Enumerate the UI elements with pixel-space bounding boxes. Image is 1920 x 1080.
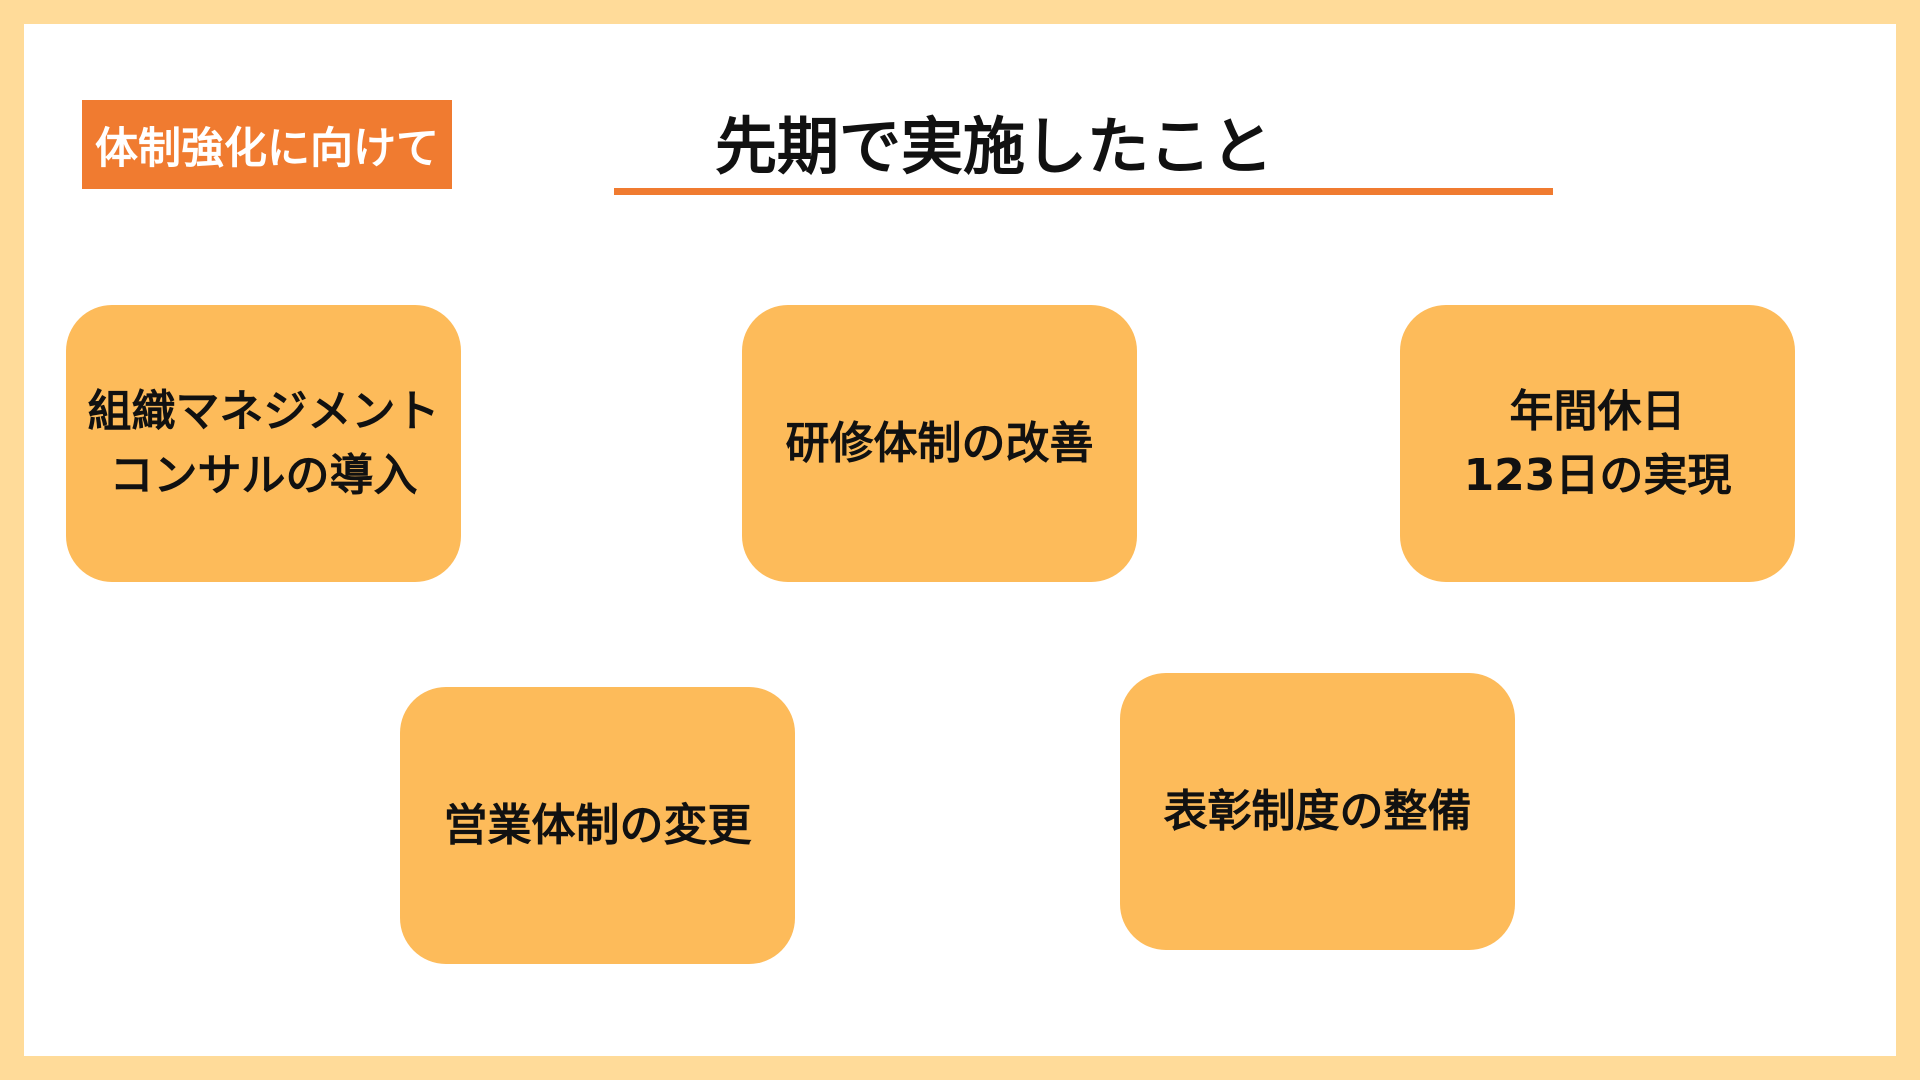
page-title: 先期で実施したこと <box>714 110 1273 183</box>
slide: 体制強化に向けて 先期で実施したこと 組織マネジメント コンサルの導入 研修体制… <box>24 24 1896 1056</box>
card-awards: 表彰制度の整備 <box>1120 673 1515 950</box>
card-training: 研修体制の改善 <box>742 305 1137 582</box>
card-consulting: 組織マネジメント コンサルの導入 <box>66 305 461 582</box>
card-awards-text: 表彰制度の整備 <box>1163 785 1472 837</box>
card-consulting-text: 組織マネジメント コンサルの導入 <box>87 385 440 501</box>
card-training-text: 研修体制の改善 <box>785 417 1094 469</box>
title-underline <box>614 188 1553 195</box>
card-sales: 営業体制の変更 <box>400 687 795 964</box>
card-sales-text: 営業体制の変更 <box>443 799 752 851</box>
card-holidays-text: 年間休日 123日の実現 <box>1463 385 1732 501</box>
card-holidays: 年間休日 123日の実現 <box>1400 305 1795 582</box>
section-tag: 体制強化に向けて <box>82 100 452 189</box>
